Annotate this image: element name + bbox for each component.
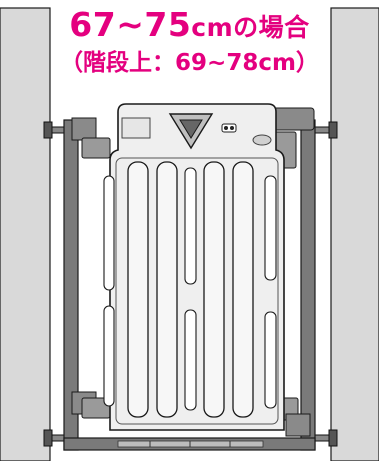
gate-frame (63, 119, 316, 451)
right-wall (330, 7, 379, 461)
stair-top-range: （階段上：69~78cm） (60, 50, 319, 76)
left-pressure-bolt-top (43, 121, 67, 139)
gate-slots (103, 167, 277, 411)
gate-slot (264, 311, 277, 409)
width-range-value: 67~75 (69, 5, 192, 44)
left-pressure-bolt-bottom (43, 429, 67, 447)
gate-bar (156, 161, 178, 418)
dial-indicator (252, 134, 272, 146)
gate-bar (203, 161, 225, 418)
lock-indicator-icon (221, 123, 237, 133)
gate-bars (127, 161, 254, 418)
width-range-unit: cm (191, 13, 234, 42)
label-plate (121, 117, 151, 139)
gate-slot (103, 175, 115, 291)
right-pressure-bolt-top (314, 121, 338, 139)
left-hinge-top (71, 117, 111, 159)
width-range-heading: 67~75cmの場合 (0, 8, 379, 41)
gate-bar (127, 161, 149, 418)
left-wall (0, 7, 51, 461)
width-range-suffix: の場合 (233, 13, 310, 42)
gate-slot (103, 305, 115, 407)
gate-slot (184, 309, 197, 411)
gate-slot (264, 175, 277, 281)
right-pressure-bolt-bottom (314, 429, 338, 447)
gate-bar (232, 161, 254, 418)
gate-slot (184, 167, 197, 285)
triangle-release-icon (168, 113, 214, 150)
